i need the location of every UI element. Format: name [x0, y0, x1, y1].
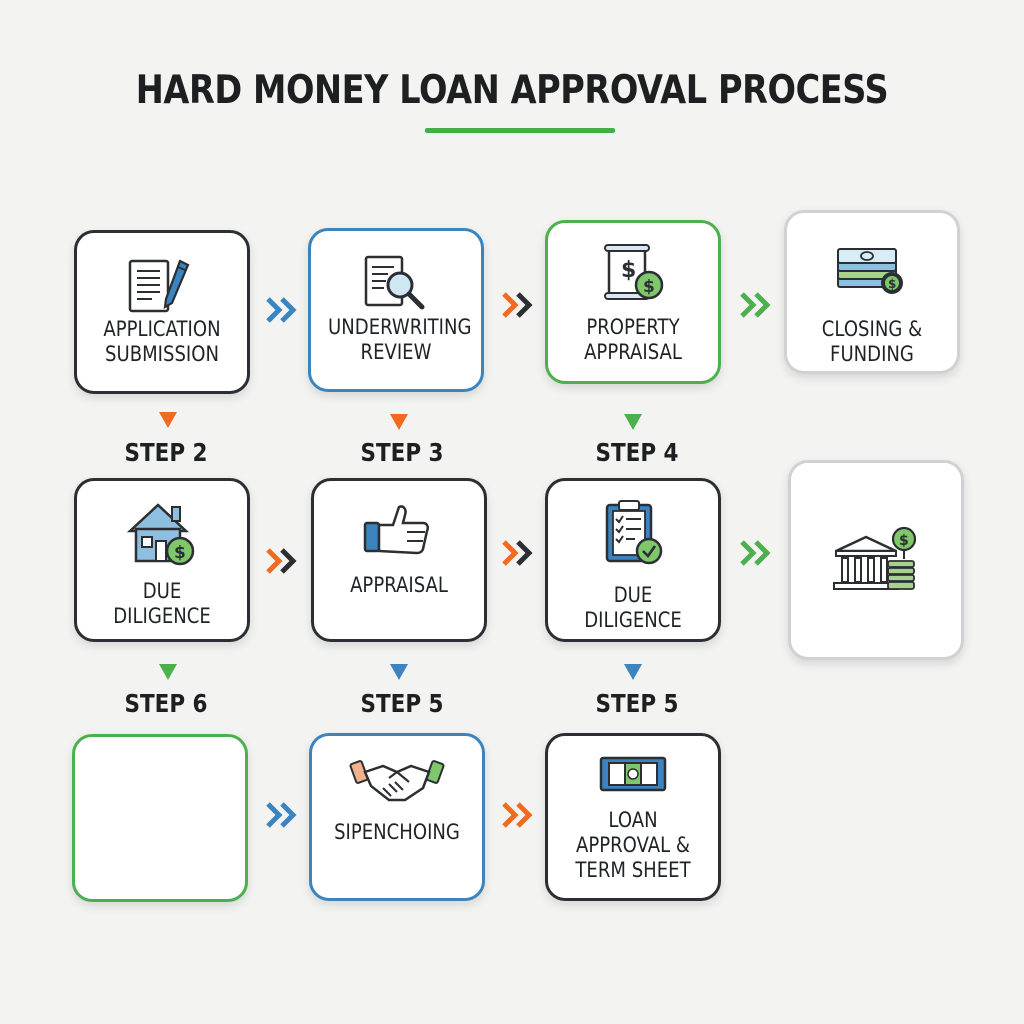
arrow-down-icon	[390, 414, 408, 430]
arrow-down-icon	[159, 664, 177, 680]
card-label: UNDERWRITING REVIEW	[328, 315, 472, 364]
svg-text:$: $	[899, 533, 909, 549]
chevron-right-icon	[502, 540, 533, 566]
banknote-icon	[599, 756, 667, 792]
page-title: HARD MONEY LOAN APPROVAL PROCESS	[135, 68, 889, 113]
arrow-down-icon	[390, 664, 408, 680]
card-underwriting-review[interactable]: UNDERWRITING REVIEW	[308, 228, 484, 392]
chevron-right-icon	[740, 292, 771, 318]
step-label: STEP 5	[595, 689, 679, 718]
step-label: STEP 4	[595, 438, 679, 467]
chevron-right-icon	[502, 292, 533, 318]
arrow-down-icon	[624, 414, 642, 430]
card-bank-funding[interactable]: $	[788, 460, 964, 660]
document-pen-icon	[128, 259, 190, 313]
card-empty[interactable]	[72, 734, 248, 902]
handshake-icon	[349, 760, 445, 802]
card-application-submission[interactable]: APPLICATION SUBMISSION	[74, 230, 250, 394]
card-label: PROPERTY APPRAISAL	[584, 315, 682, 364]
scroll-dollar-icon: $ $	[604, 244, 664, 300]
chevron-right-icon	[266, 297, 297, 323]
chevron-right-icon	[502, 802, 533, 828]
card-label: DUE DILIGENCE	[584, 583, 682, 632]
step-label: STEP 3	[360, 438, 444, 467]
card-label: LOAN APPROVAL & TERM SHEET	[575, 808, 691, 882]
svg-text:$: $	[621, 258, 636, 283]
chevron-right-icon	[266, 548, 297, 574]
card-due-diligence-2[interactable]: DUE DILIGENCE	[545, 478, 721, 642]
card-label: APPLICATION SUBMISSION	[103, 317, 221, 366]
svg-text:$: $	[888, 277, 896, 291]
bank-coins-icon: $	[833, 526, 917, 590]
card-appraisal[interactable]: APPRAISAL	[311, 478, 487, 642]
card-loan-approval-term-sheet[interactable]: LOAN APPROVAL & TERM SHEET	[545, 733, 721, 901]
chevron-right-icon	[266, 802, 297, 828]
step-label: STEP 2	[124, 438, 208, 467]
svg-text:$: $	[174, 543, 186, 563]
document-magnifier-icon	[364, 255, 425, 310]
card-label: CLOSING & FUNDING	[821, 317, 923, 366]
clipboard-check-icon	[605, 500, 663, 565]
card-label: SIPENCHOING	[334, 820, 460, 844]
money-stack-icon: $	[837, 248, 903, 294]
card-closing-funding[interactable]: $ CLOSING & FUNDING	[784, 210, 960, 374]
card-handshake[interactable]: SIPENCHOING	[309, 733, 485, 901]
house-dollar-icon: $	[126, 503, 195, 566]
card-property-appraisal[interactable]: $ $ PROPERTY APPRAISAL	[545, 220, 721, 384]
card-due-diligence[interactable]: $ DUE DILIGENCE	[74, 478, 250, 642]
step-label: STEP 5	[360, 689, 444, 718]
svg-text:$: $	[643, 277, 655, 297]
card-label: APPRAISAL	[350, 573, 448, 597]
step-label: STEP 6	[124, 689, 208, 718]
arrow-down-icon	[159, 412, 177, 428]
card-label: DUE DILIGENCE	[113, 579, 211, 628]
title-underline	[425, 128, 615, 133]
thumbs-up-icon	[363, 505, 430, 555]
chevron-right-icon	[740, 540, 771, 566]
arrow-down-icon	[624, 664, 642, 680]
